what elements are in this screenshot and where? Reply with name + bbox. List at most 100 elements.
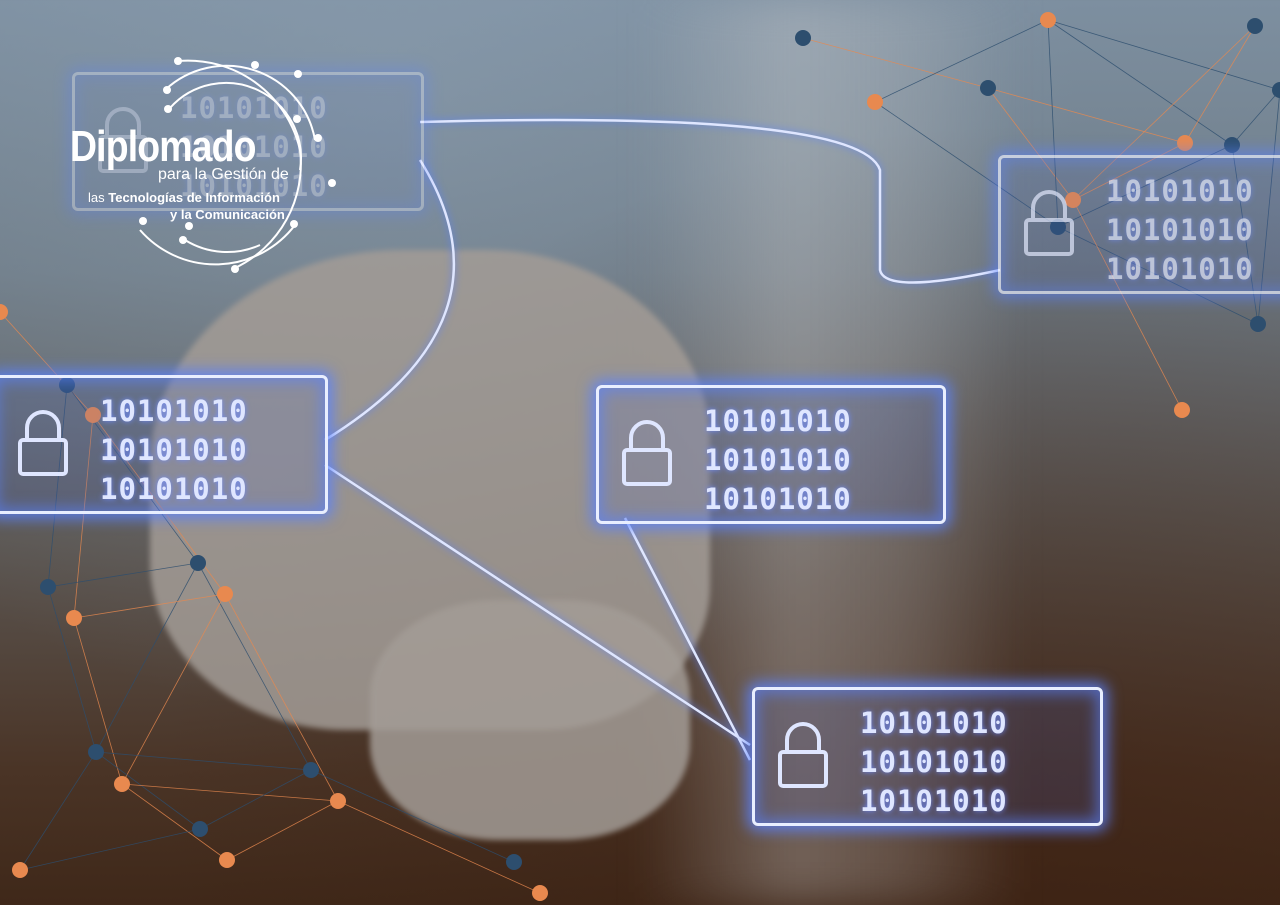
network-node [303,762,319,778]
network-edge [121,593,226,785]
network-edge [0,311,94,416]
network-edge [310,769,515,863]
network-edge [874,19,1049,103]
network-edge [226,800,339,861]
network-edge [224,593,339,802]
network-node [40,579,56,595]
binary-line: 10101010 [704,404,852,438]
pointing-finger [370,600,690,840]
network-node [12,862,28,878]
network-node [867,94,883,110]
logo-prefix: las [88,190,105,205]
binary-line: 10101010 [704,443,852,477]
network-node [330,793,346,809]
network-edge [1231,89,1280,146]
diplomado-logo: Diplomado para la Gestión de las Tecnolo… [60,40,350,280]
logo-subtitle: para la Gestión de [158,166,289,183]
logo-line3: Tecnologías de Información [108,190,280,205]
connector [324,463,751,747]
connector [623,517,752,761]
network-node [1272,82,1280,98]
network-node [532,885,548,901]
network-node [980,80,996,96]
binary-line: 10101010 [1106,174,1254,208]
network-edge [95,751,312,771]
network-node [190,555,206,571]
encrypted-data-box: 10101010 10101010 10101010 [0,375,328,514]
network-node [85,407,101,423]
network-edge [1057,226,1259,325]
encrypted-data-box: 10101010 10101010 10101010 [752,687,1103,826]
network-edge [987,87,1074,201]
binary-line: 10101010 [180,130,328,164]
network-edge [121,783,339,802]
network-edge [47,384,68,588]
binary-line: 10101010 [860,745,1008,779]
lock-icon [778,722,828,788]
network-edge [197,562,312,771]
connector [324,159,456,442]
network-edge [121,783,228,861]
lock-icon [1024,190,1074,256]
encrypted-data-box: 10101010 10101010 10101010 [998,155,1280,294]
binary-line: 10101010 [100,472,248,506]
binary-line: 10101010 [704,482,852,516]
binary-line: 10101010 [100,394,248,428]
network-edge [47,562,199,588]
network-node [1250,316,1266,332]
network-node [795,30,811,46]
network-node [1177,135,1193,151]
lock-icon [622,420,672,486]
network-edge [19,828,201,871]
network-edge [95,562,199,753]
network-edge [95,751,201,830]
binary-line: 10101010 [180,169,328,203]
network-edge [1231,144,1259,325]
network-edge [47,586,97,753]
network-edge [1047,19,1280,91]
binary-line: 10101010 [100,433,248,467]
network-edge [73,414,94,619]
network-node [1174,402,1190,418]
network-node [1247,18,1263,34]
network-edge [1072,142,1186,201]
network-node [192,821,208,837]
connector [419,118,1001,284]
network-node [114,776,130,792]
network-node [88,744,104,760]
lock-icon [18,410,68,476]
lock-icon [98,107,148,173]
binary-line: 10101010 [860,706,1008,740]
network-node [1224,137,1240,153]
network-edge [73,617,123,785]
network-edge [1072,199,1183,411]
network-edge [1047,19,1233,146]
network-node [1040,12,1056,28]
network-node [1065,192,1081,208]
encrypted-data-box: 10101010 10101010 10101010 [596,385,946,524]
network-edge [987,87,1186,144]
network-edge [199,769,312,830]
network-edge [1257,89,1280,325]
network-edge [874,101,1059,228]
logo-orbit-rings [139,57,336,273]
binary-line: 10101010 [860,784,1008,818]
network-edge [1184,25,1256,144]
network-node [59,377,75,393]
network-edge [802,37,989,89]
binary-line: 10101010 [1106,213,1254,247]
network-edge [19,751,97,871]
network-edge [337,800,541,894]
network-node [217,586,233,602]
network-edge [1072,25,1256,201]
logo-title: Diplomado [70,122,256,171]
network-node [0,304,8,320]
network-node [506,854,522,870]
network-edge [1057,144,1233,228]
network-edge [73,593,226,619]
network-node [1050,219,1066,235]
logo-line4: y la Comunicación [170,207,285,222]
network-node [219,852,235,868]
network-node [66,610,82,626]
binary-line: 10101010 [1106,252,1254,286]
